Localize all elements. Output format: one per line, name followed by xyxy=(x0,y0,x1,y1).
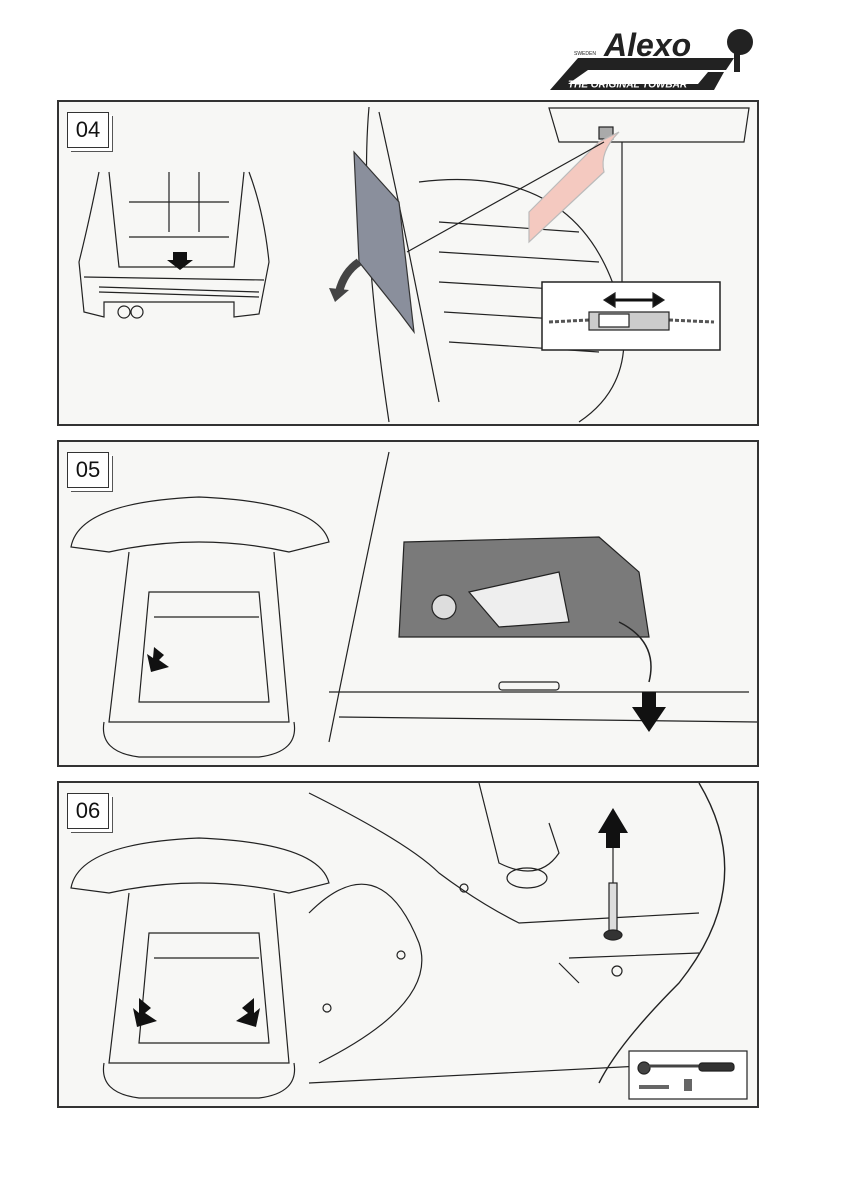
arrow-left-icon xyxy=(133,998,157,1027)
connector-inset xyxy=(541,281,721,351)
connector-detail xyxy=(406,107,750,282)
car-rear-open-tailgate xyxy=(70,496,330,758)
svg-text:SWEDEN: SWEDEN xyxy=(574,51,596,57)
socket-icon xyxy=(684,1079,692,1091)
svg-text:Alexo: Alexo xyxy=(603,27,691,63)
step-04-illustration xyxy=(78,106,750,423)
arrow-down-icon xyxy=(632,692,666,732)
car-rear-open-tailgate xyxy=(70,837,330,1099)
arrow-right-icon xyxy=(236,998,260,1027)
bolt-icon xyxy=(598,808,628,941)
step-05-panel: 05 xyxy=(57,440,759,767)
step-05-illustration xyxy=(70,451,757,758)
step-06-illustration xyxy=(70,783,748,1100)
tools-inset xyxy=(628,1050,748,1100)
step-number-badge: 06 xyxy=(67,793,109,829)
spare-wheel-well xyxy=(328,451,757,743)
alexo-logo: Alexo SWEDEN THE ORIGINAL TOWBAR xyxy=(550,27,753,91)
step-number-badge: 04 xyxy=(67,112,109,148)
trim-panel-removal xyxy=(353,106,625,423)
curved-arrow-icon xyxy=(335,258,362,294)
step-04-panel: 04 xyxy=(57,100,759,426)
floor-bolt-detail xyxy=(308,783,726,1084)
svg-text:THE ORIGINAL TOWBAR: THE ORIGINAL TOWBAR xyxy=(568,80,688,91)
arrow-down-icon xyxy=(167,252,193,270)
arrow-icon xyxy=(147,647,169,672)
step-number-badge: 05 xyxy=(67,452,109,488)
step-06-panel: 06 xyxy=(57,781,759,1108)
ratchet-icon xyxy=(637,1061,651,1075)
extension-icon xyxy=(639,1085,669,1089)
car-rear-open-trunk xyxy=(78,171,270,319)
